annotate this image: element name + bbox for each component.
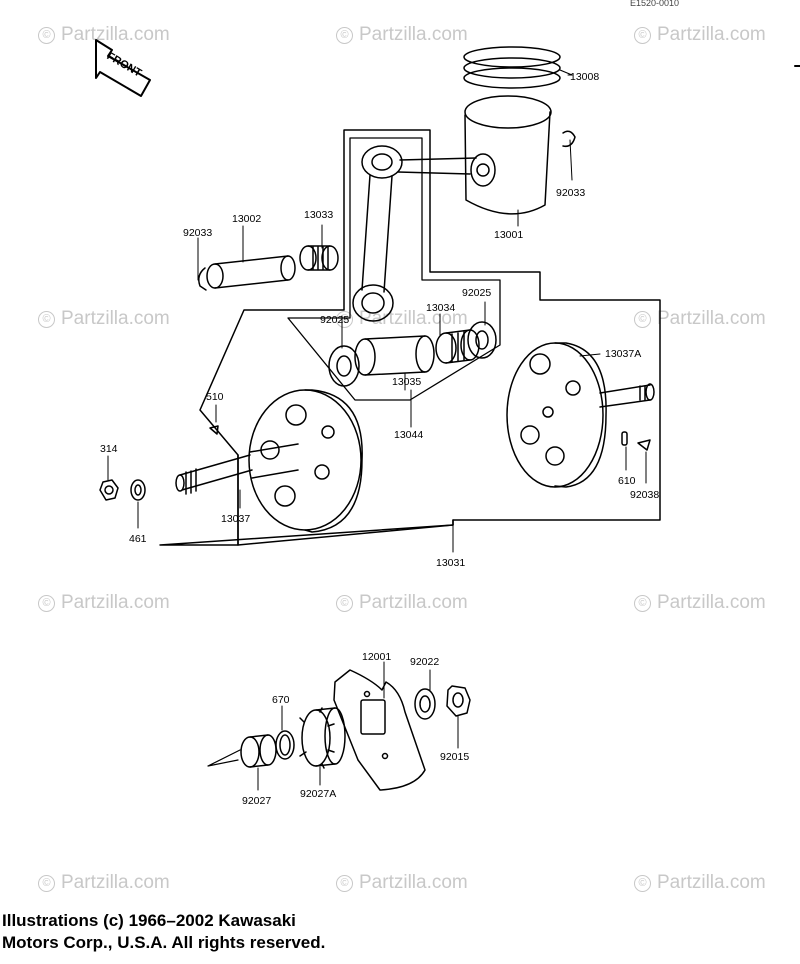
part-label: 13037: [221, 513, 250, 525]
part-label: 13035: [392, 376, 421, 388]
part-label: 12001: [362, 651, 391, 663]
part-label: 670: [272, 694, 290, 706]
part-label: 92033: [183, 227, 212, 239]
part-label: 92027A: [300, 788, 336, 800]
part-label: 92027: [242, 795, 271, 807]
front-arrow-icon: FRONT: [95, 39, 151, 97]
copyright-line-1: Illustrations (c) 1966–2002 Kawasaki: [2, 911, 296, 930]
sprocket-92027A: [299, 707, 346, 769]
needle-bearing-small-end: [299, 245, 339, 271]
part-label: 314: [100, 443, 118, 455]
piston: [464, 95, 552, 215]
part-label: 92015: [440, 751, 469, 763]
part-label: 92038: [630, 489, 659, 501]
part-label: 610: [618, 475, 636, 487]
part-label: 92033: [556, 187, 585, 199]
watermark: ©Partzilla.com: [336, 872, 468, 894]
part-label: 13002: [232, 213, 261, 225]
watermark: ©Partzilla.com: [336, 24, 468, 46]
watermark: ©Partzilla.com: [38, 872, 170, 894]
inner-outline: [287, 137, 501, 401]
connecting-rod: [352, 145, 477, 322]
watermark: ©Partzilla.com: [38, 308, 170, 330]
part-label: 13037A: [605, 348, 641, 360]
watermark: ©Partzilla.com: [38, 592, 170, 614]
thrust-washer-left: [328, 345, 360, 387]
part-label: 461: [129, 533, 147, 545]
thrust-washer-right: [467, 321, 497, 359]
watermark: ©Partzilla.com: [38, 24, 170, 46]
part-label: 92025: [320, 314, 349, 326]
circlip-left: [198, 267, 207, 291]
part-label: 13044: [394, 429, 423, 441]
part-label: 13034: [426, 302, 455, 314]
key-92038: [637, 439, 651, 451]
washer-461: [130, 479, 146, 501]
washer-92022: [414, 688, 436, 720]
pin-610: [621, 431, 628, 446]
piston-rings: [463, 46, 561, 89]
watermark: ©Partzilla.com: [634, 872, 766, 894]
piston-pin: [206, 255, 296, 289]
woodruff-key-510: [209, 425, 219, 435]
part-label: 13008: [570, 71, 599, 83]
leader-lines: [107, 74, 647, 791]
part-label: 13001: [494, 229, 523, 241]
ref-code: E1520-0010: [630, 0, 679, 8]
part-label: 92025: [462, 287, 491, 299]
watermark: ©Partzilla.com: [634, 592, 766, 614]
circlip-right: [562, 130, 576, 148]
nut-92015: [446, 685, 471, 717]
right-crank-half: [506, 342, 655, 488]
copyright-notice: Illustrations (c) 1966–2002 Kawasaki Mot…: [2, 910, 325, 954]
primary-gear-plate: [333, 669, 426, 791]
collar-92027: [240, 734, 277, 768]
crank-pin: [354, 335, 435, 376]
part-labels: 13008 92033 13001 13002 13033 92033 9202…: [100, 71, 659, 807]
watermark: ©Partzilla.com: [336, 308, 468, 330]
nut-314: [99, 479, 119, 501]
watermark: ©Partzilla.com: [634, 24, 766, 46]
watermark: ©Partzilla.com: [634, 308, 766, 330]
part-label: 510: [206, 391, 224, 403]
part-label: 92022: [410, 656, 439, 668]
watermark: ©Partzilla.com: [336, 592, 468, 614]
part-label: 13031: [436, 557, 465, 569]
left-crank-half: [175, 389, 363, 533]
part-label: 13033: [304, 209, 333, 221]
oring-670: [275, 730, 295, 760]
copyright-line-2: Motors Corp., U.S.A. All rights reserved…: [2, 933, 326, 952]
needle-bearing-big-end: [435, 329, 480, 364]
